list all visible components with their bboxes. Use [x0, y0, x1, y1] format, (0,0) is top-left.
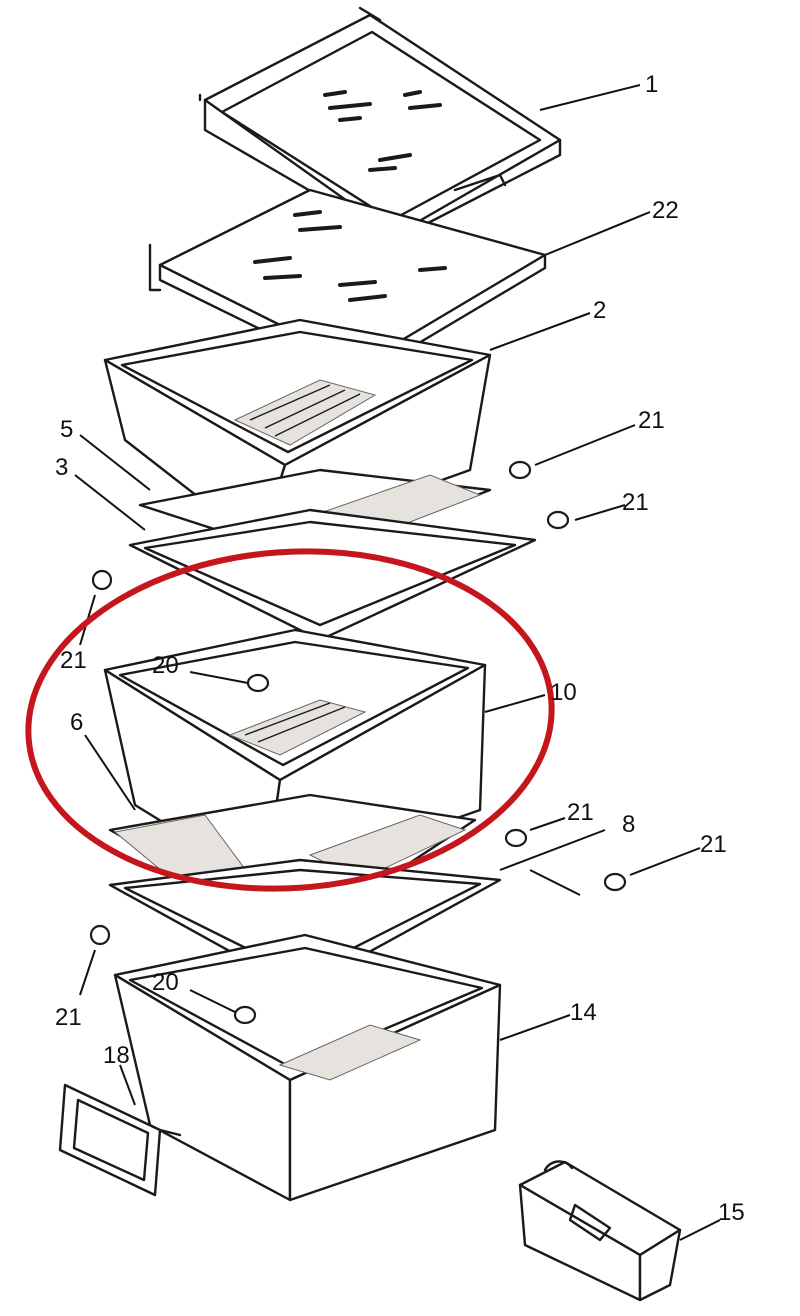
- callout-21-b: 21: [622, 489, 649, 516]
- callout-21-f: 21: [55, 1004, 82, 1031]
- callout-20-b: 20: [152, 969, 179, 996]
- callout-21-e: 21: [700, 831, 727, 858]
- callout-labels: 1 22 2 21 5 3 21 21 20 10 6 21 8 21 21 2…: [55, 71, 745, 1226]
- part-1-shelf: [198, 6, 562, 242]
- clip-icons: [89, 460, 627, 1025]
- callout-8: 8: [622, 811, 635, 838]
- callout-15: 15: [718, 1199, 745, 1226]
- callout-18: 18: [103, 1042, 130, 1069]
- callout-3: 3: [55, 454, 68, 481]
- callout-10: 10: [550, 679, 577, 706]
- part-14-drawer: [113, 933, 502, 1202]
- callout-21-d: 21: [567, 799, 594, 826]
- callout-22: 22: [652, 197, 679, 224]
- callout-5: 5: [60, 416, 73, 443]
- callout-6: 6: [70, 709, 83, 736]
- highlight-ellipse: [25, 548, 555, 892]
- part-15-bin: [518, 1160, 682, 1302]
- part-18-panel: [58, 1083, 182, 1197]
- callout-21-c: 21: [60, 647, 87, 674]
- callout-21-a: 21: [638, 407, 665, 434]
- callout-2: 2: [593, 297, 606, 324]
- callout-20-a: 20: [152, 652, 179, 679]
- callout-14: 14: [570, 999, 597, 1026]
- part-3-frame: [128, 508, 537, 642]
- leader-lines: [74, 84, 721, 1241]
- callout-1: 1: [645, 71, 658, 98]
